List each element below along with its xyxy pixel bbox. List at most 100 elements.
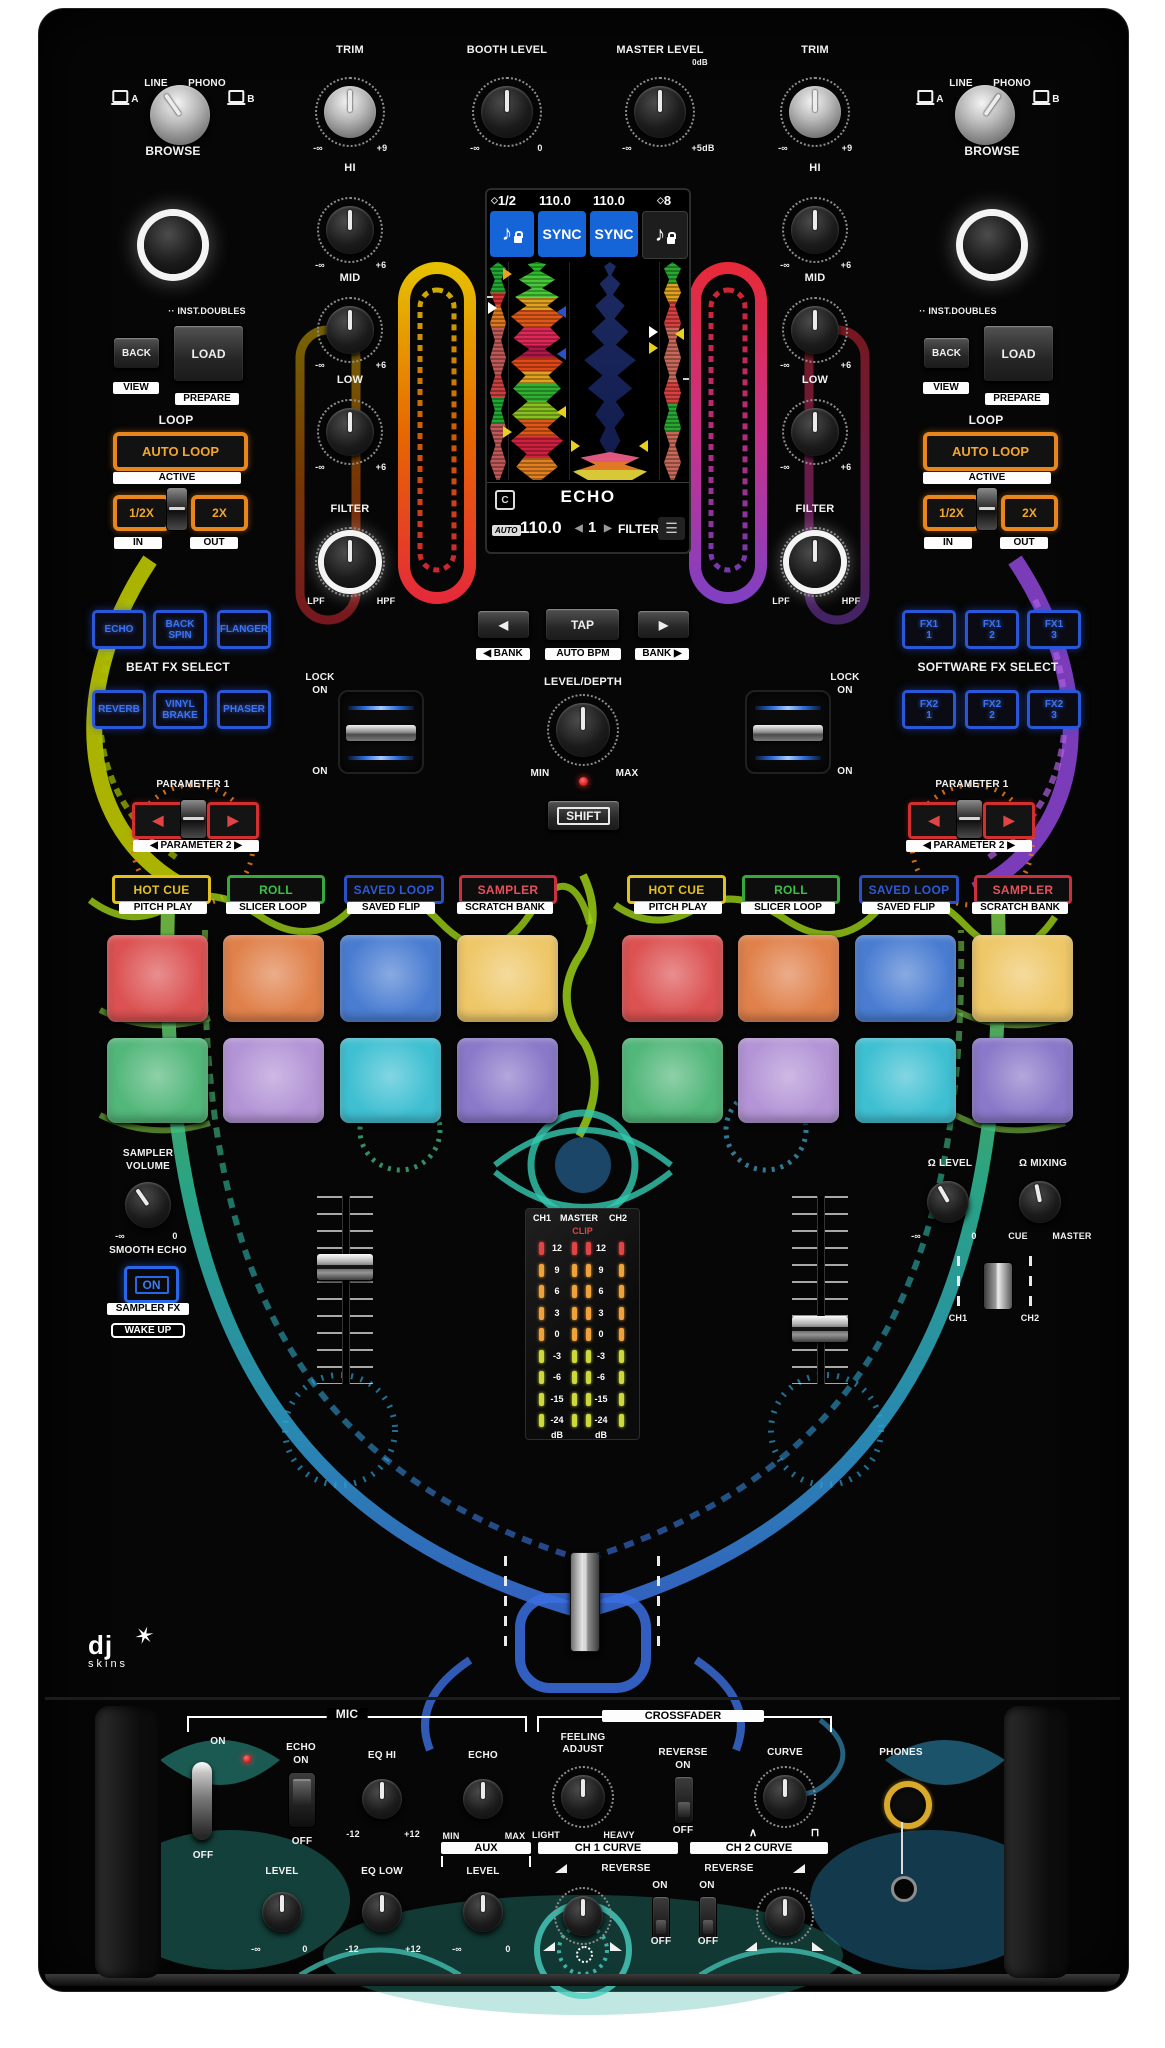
filter-knob-right[interactable] <box>780 527 850 597</box>
performance-pad[interactable] <box>107 1038 208 1123</box>
parameter-next-button-left[interactable]: ▶ <box>207 802 259 839</box>
load-button-right[interactable]: LOAD <box>983 325 1054 382</box>
eq-mid-knob-right[interactable] <box>782 297 848 363</box>
performance-pad[interactable] <box>223 1038 324 1123</box>
loop-slider-right[interactable] <box>976 487 998 531</box>
eq-low-knob-left[interactable] <box>317 399 383 465</box>
feeling-adjust-knob[interactable] <box>552 1766 614 1828</box>
channel-fader-1[interactable] <box>317 1196 373 1384</box>
mic-level-knob[interactable] <box>262 1892 302 1932</box>
performance-pad[interactable] <box>107 935 208 1022</box>
loop-double-button-left[interactable]: 2X <box>191 495 248 531</box>
auto-loop-button-left[interactable]: AUTO LOOP <box>113 432 248 471</box>
mic-echo-switch[interactable] <box>288 1772 316 1828</box>
trim-knob-left[interactable] <box>315 77 385 147</box>
performance-pad[interactable] <box>622 935 723 1022</box>
performance-pad[interactable] <box>738 935 839 1022</box>
loop-double-button-right[interactable]: 2X <box>1001 495 1058 531</box>
roll-mode-button-left[interactable]: ROLL <box>227 875 325 904</box>
performance-pad[interactable] <box>457 1038 558 1123</box>
auto-loop-button-right[interactable]: AUTO LOOP <box>923 432 1058 471</box>
beat-fx-flanger-button[interactable]: FLANGER <box>217 610 271 649</box>
xf-reverse-switch[interactable] <box>674 1776 694 1824</box>
fx-paddle-left[interactable] <box>338 690 424 774</box>
headphone-mixing-knob[interactable] <box>1019 1181 1061 1223</box>
back-button-right[interactable]: BACK <box>923 337 970 369</box>
mic-echo-knob[interactable] <box>463 1779 503 1819</box>
beat-fx-reverb-button[interactable]: REVERB <box>92 690 146 729</box>
saved-loop-mode-button-left[interactable]: SAVED LOOP <box>344 875 444 904</box>
fx-prev-button[interactable]: ◀ <box>477 610 530 639</box>
browse-knob-left[interactable] <box>144 216 202 274</box>
performance-pad[interactable] <box>622 1038 723 1123</box>
parameter-slider-right[interactable] <box>956 799 983 839</box>
parameter-prev-button-left[interactable]: ◀ <box>132 802 184 839</box>
eq-hi-knob-right[interactable] <box>782 197 848 263</box>
sync-button-right[interactable]: SYNC <box>590 211 638 257</box>
loop-half-button-right[interactable]: 1/2X <box>923 495 980 531</box>
eq-hi-knob-left[interactable] <box>317 197 383 263</box>
fx-paddle-right[interactable] <box>745 690 831 774</box>
input-selector-left[interactable] <box>150 85 210 145</box>
shift-button[interactable]: SHIFT <box>547 800 620 831</box>
beat-fx-vinylbrake-button[interactable]: VINYL BRAKE <box>153 690 207 729</box>
sampler-mode-button-right[interactable]: SAMPLER <box>974 875 1072 904</box>
master-level-knob[interactable] <box>625 77 695 147</box>
ch1-reverse-switch[interactable] <box>652 1896 670 1940</box>
booth-level-knob[interactable] <box>472 77 542 147</box>
hot-cue-mode-button-right[interactable]: HOT CUE <box>627 875 726 904</box>
performance-pad[interactable] <box>972 935 1073 1022</box>
eq-low-knob-right[interactable] <box>782 399 848 465</box>
menu-button[interactable]: ☰ <box>658 517 685 540</box>
crossfader[interactable] <box>570 1552 600 1652</box>
parameter-next-button-right[interactable]: ▶ <box>983 802 1035 839</box>
loop-slider-left[interactable] <box>166 487 188 531</box>
headphone-level-knob[interactable] <box>927 1181 969 1223</box>
mic-on-off-switch[interactable] <box>192 1762 212 1840</box>
beats-increase-icon[interactable]: ▶ <box>604 523 612 534</box>
aux-level-knob[interactable] <box>463 1892 503 1932</box>
performance-pad[interactable] <box>738 1038 839 1123</box>
browse-knob-right[interactable] <box>963 216 1021 274</box>
tap-button[interactable]: TAP <box>545 608 620 641</box>
trim-knob-right[interactable] <box>780 77 850 147</box>
fx-next-button[interactable]: ▶ <box>637 610 690 639</box>
mic-eq-hi-knob[interactable] <box>362 1779 402 1819</box>
beats-decrease-icon[interactable]: ◀ <box>575 523 583 534</box>
beat-fx-echo-button[interactable]: ECHO <box>92 610 146 649</box>
xf-curve-knob[interactable] <box>754 1766 816 1828</box>
ch1-curve-knob[interactable] <box>554 1887 612 1945</box>
sampler-volume-knob[interactable] <box>125 1182 171 1228</box>
ch2-curve-knob[interactable] <box>756 1887 814 1945</box>
performance-pad[interactable] <box>972 1038 1073 1123</box>
loop-half-button-left[interactable]: 1/2X <box>113 495 170 531</box>
roll-mode-button-right[interactable]: ROLL <box>742 875 840 904</box>
load-button-left[interactable]: LOAD <box>173 325 244 382</box>
back-button-left[interactable]: BACK <box>113 337 160 369</box>
performance-pad[interactable] <box>340 1038 441 1123</box>
mic-eq-low-knob[interactable] <box>362 1892 402 1932</box>
key-lock-button-right[interactable]: ♪ <box>642 211 688 259</box>
beat-fx-phaser-button[interactable]: PHASER <box>217 690 271 729</box>
parameter-prev-button-right[interactable]: ◀ <box>908 802 960 839</box>
filter-knob-left[interactable] <box>315 527 385 597</box>
performance-pad[interactable] <box>457 935 558 1022</box>
sampler-mode-button-left[interactable]: SAMPLER <box>459 875 557 904</box>
hot-cue-mode-button-left[interactable]: HOT CUE <box>112 875 211 904</box>
eq-mid-knob-left[interactable] <box>317 297 383 363</box>
input-selector-right[interactable] <box>955 85 1015 145</box>
cue-mix-fader[interactable] <box>983 1262 1013 1310</box>
performance-pad[interactable] <box>855 935 956 1022</box>
performance-pad[interactable] <box>340 935 441 1022</box>
sync-button-left[interactable]: SYNC <box>538 211 586 257</box>
key-lock-button-left[interactable]: ♪ <box>490 211 534 257</box>
beat-fx-backspin-button[interactable]: BACK SPIN <box>153 610 207 649</box>
smooth-echo-on-button[interactable]: ON <box>124 1266 179 1303</box>
level-depth-knob[interactable] <box>547 694 619 766</box>
